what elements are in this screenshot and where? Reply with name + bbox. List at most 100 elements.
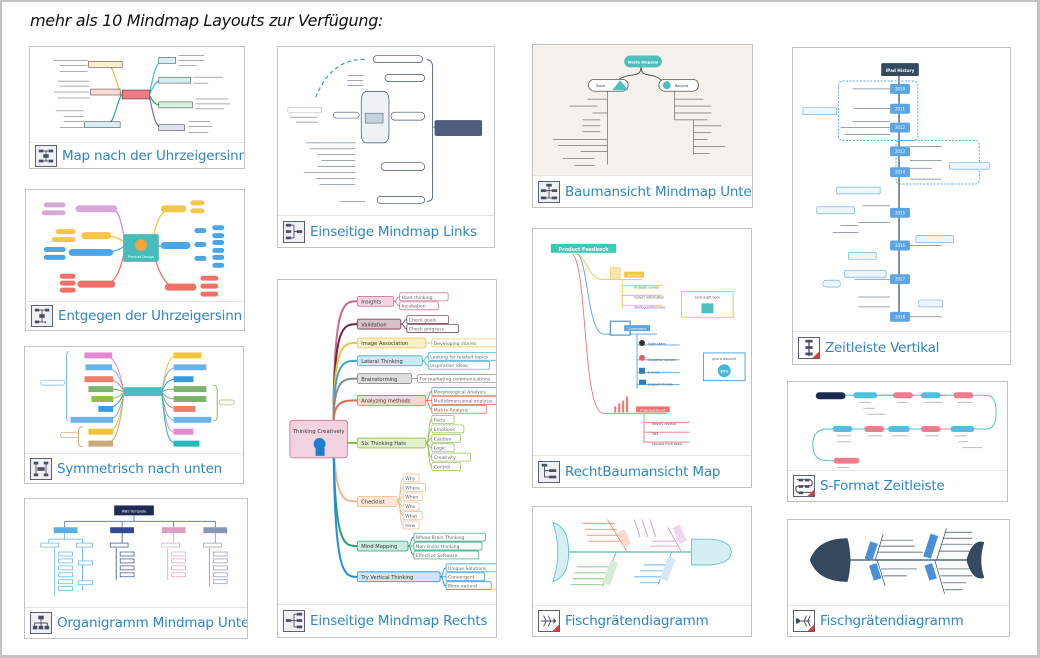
layout-card-clockwise[interactable]: Map nach der Uhrzeigersinn [29, 46, 245, 169]
layout-card-orgchart[interactable]: WBS Template [24, 498, 248, 639]
leaf-label: How [405, 523, 415, 529]
preview-root-text: Waste Disposal [628, 60, 659, 64]
card-caption: Organigramm Mindmap Unten [25, 607, 247, 638]
preview-orgchart: WBS Template [25, 499, 247, 609]
leaf-node [406, 315, 450, 324]
leaf-label: Logic [434, 446, 446, 452]
right-map-layout-icon [283, 610, 305, 632]
layout-card-fishbone-2[interactable]: Fischgrätendiagramm [787, 519, 1010, 637]
preview-tree-down: Waste Disposal Trash Recycle [533, 45, 752, 176]
timeline-year-node [890, 207, 910, 218]
leaf-connector [396, 501, 404, 526]
card-label: Symmetrisch nach unten [57, 460, 223, 477]
timeline-year-label: 2010 [895, 87, 906, 92]
card-label: Organigramm Mindmap Unten [57, 615, 248, 631]
card-label: Einseitige Mindmap Rechts [310, 613, 488, 629]
leaf: Sales team [648, 342, 666, 346]
vertical-timeline-icon [798, 337, 820, 359]
layout-card-right-tree[interactable]: Product Feedback Survey In-depth survey … [532, 228, 752, 488]
leaf-label: For marketing communications [420, 377, 491, 383]
card-label: Zeitleiste Vertikal [825, 340, 940, 356]
leaf-node [431, 452, 471, 462]
leaf-label: Matrix Analysis [434, 407, 469, 413]
timeline-year-label: 2017 [895, 277, 906, 282]
layout-card-left[interactable]: Einseitige Mindmap Links [277, 46, 495, 248]
leaf-label: Multidimensional analysis [434, 398, 493, 404]
card-caption: Entgegen der Uhrzeigersinn [26, 301, 244, 330]
leaf-label: Creativity [434, 455, 456, 461]
timeline-year-label: 2018 [895, 314, 906, 319]
leaf-label: Why [405, 476, 415, 482]
card-caption: Einseitige Mindmap Rechts [278, 604, 496, 637]
fishbone-layout-icon [538, 610, 560, 632]
leaf-node [445, 572, 486, 582]
branch-label: Insights [361, 299, 381, 305]
leaf-label: Check goals [409, 318, 437, 324]
card-caption: Baumansicht Mindmap Unten [533, 175, 752, 207]
branch-improvement: Improvement [640, 408, 666, 412]
leaf: Support forums [648, 383, 673, 387]
leaf-node [431, 462, 461, 471]
leaf-node [431, 424, 465, 434]
leaf-node [413, 550, 480, 560]
card-label: Fischgrätendiagramm [820, 613, 964, 629]
leaf-connector [407, 545, 415, 556]
center-label: Thinking Creatively [292, 429, 345, 435]
leaf-label: Emotions [434, 427, 456, 433]
preview-counterclockwise: Product Design [26, 190, 244, 302]
layout-card-s-timeline[interactable]: S-Format Zeitleiste [787, 381, 1008, 502]
leaf-node [445, 563, 496, 573]
preview-fishbone-2 [788, 520, 1009, 606]
leaf-label: Convergent [448, 575, 475, 581]
layout-card-symmetric[interactable]: Symmetrisch nach unten [24, 346, 244, 484]
leaf-node [417, 374, 496, 383]
leaf-node [431, 387, 496, 396]
leaf-label: Incubation [402, 304, 426, 310]
leaf-connector [440, 567, 447, 578]
preview-root-text: Product Feedback [559, 247, 610, 253]
card-caption: S-Format Zeitleiste [788, 470, 1007, 501]
branch-comment: Comment [628, 327, 647, 331]
preview-root-text: WBS Template [122, 509, 147, 513]
timeline-title: iPad History [886, 68, 915, 73]
leaf-node [402, 473, 420, 483]
leaf-node [402, 511, 423, 520]
leaf-node [431, 404, 488, 414]
branch-survey: Survey [628, 274, 642, 278]
leaf-node [413, 541, 483, 551]
layout-card-counterclockwise[interactable]: Product Design Entgegen der Uhrzeigersin… [25, 189, 245, 331]
leaf-connector [393, 296, 400, 302]
timeline-year-node [890, 167, 910, 178]
branch-connector [332, 399, 358, 425]
branch-label: Lateral Thinking [361, 359, 403, 365]
head-icon-neck [315, 447, 325, 456]
left-map-layout-icon [283, 220, 305, 243]
leaf-node [431, 415, 455, 424]
leaf: E-mails [648, 371, 660, 375]
leaf-label: What [405, 514, 417, 520]
preview-s-timeline [788, 382, 1007, 471]
leaf-label: Where [405, 485, 420, 491]
counterclockwise-layout-icon [31, 305, 53, 327]
timeline-year-node [890, 83, 910, 94]
branch-label: Brainstorming [361, 377, 397, 383]
timeline-year-node [890, 103, 910, 114]
leaf-node [431, 338, 496, 348]
preview-node-recycle: Recycle [675, 84, 688, 88]
timeline-year-node [890, 122, 910, 133]
fishbone-dark-layout-icon [793, 610, 815, 632]
leaf-connector [393, 300, 400, 307]
layout-card-fishbone-1[interactable]: Fischgrätendiagramm [532, 506, 752, 637]
layout-card-tree-down[interactable]: Waste Disposal Trash Recycle Baum [532, 44, 753, 208]
branch-label: Checklist [361, 500, 384, 506]
card-label: Baumansicht Mindmap Unten [565, 183, 753, 200]
note-comment: give a discount [712, 357, 737, 361]
note-survey: send a gift back [695, 295, 720, 299]
leaf-connector [425, 419, 433, 444]
card-caption: Fischgrätendiagramm [533, 605, 751, 636]
